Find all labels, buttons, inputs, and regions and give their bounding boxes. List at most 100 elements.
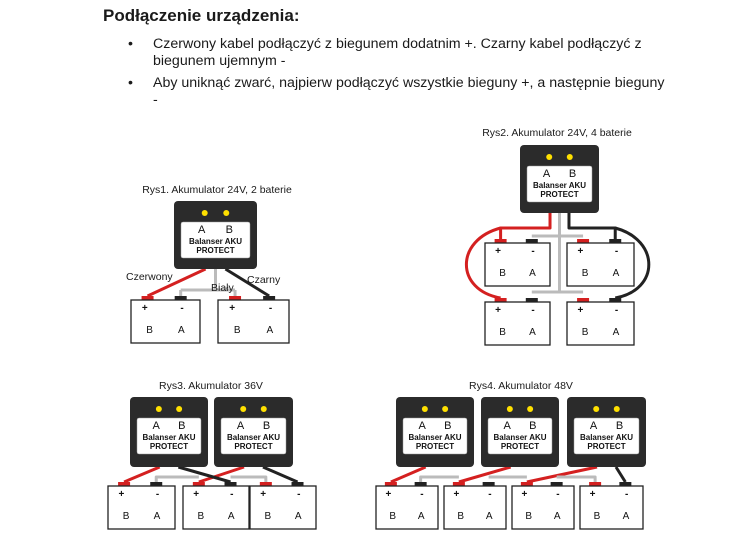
battery-label-a: A — [266, 325, 273, 336]
module-label-a: A — [504, 420, 512, 432]
figure-caption-1: Rys1. Akumulator 24V, 2 baterie — [142, 184, 292, 196]
positive-terminal — [520, 482, 533, 487]
module-label-panel — [220, 417, 287, 455]
battery-label-b: B — [499, 268, 506, 279]
module-label-b: B — [178, 420, 185, 432]
instruction-item: Czerwony kabel podłączyć z biegunem doda… — [128, 36, 668, 70]
wire — [614, 466, 627, 483]
battery-body — [484, 242, 551, 287]
module-label-b: B — [616, 420, 623, 432]
wire — [179, 269, 237, 296]
battery-body — [182, 485, 250, 530]
battery-label-a: A — [613, 268, 620, 279]
battery-label-b: B — [457, 511, 464, 522]
module-brand-text: Balanser AKU — [408, 433, 461, 442]
wire — [390, 465, 427, 484]
minus-sign: - — [615, 246, 618, 257]
module-model-text: PROTECT — [501, 442, 539, 451]
wire — [146, 267, 207, 298]
negative-terminal — [224, 482, 237, 487]
plus-sign: + — [142, 303, 148, 314]
negative-terminal — [150, 482, 163, 487]
module-label-panel — [487, 417, 553, 455]
minus-sign: - — [488, 489, 491, 500]
minus-sign: - — [625, 489, 628, 500]
battery-body — [130, 299, 201, 344]
battery-label-a: A — [228, 511, 235, 522]
led-indicator — [593, 406, 600, 412]
led-indicator — [566, 154, 573, 160]
battery-body — [579, 485, 644, 530]
wire — [419, 475, 597, 482]
negative-terminal — [414, 482, 427, 487]
led-indicator — [201, 210, 208, 216]
positive-terminal — [229, 296, 242, 301]
minus-sign: - — [180, 303, 183, 314]
positive-terminal — [192, 482, 205, 487]
battery-body — [249, 485, 317, 530]
positive-terminal — [452, 482, 465, 487]
battery-label-a: A — [154, 511, 161, 522]
battery-label-b: B — [582, 327, 589, 338]
positive-terminal — [259, 482, 272, 487]
module-label-panel — [573, 417, 640, 455]
module-label-a: A — [237, 420, 245, 432]
led-indicator — [260, 406, 267, 412]
minus-sign: - — [297, 489, 300, 500]
battery-label-b: B — [123, 511, 130, 522]
battery-label-a: A — [418, 511, 425, 522]
battery-label-a: A — [613, 327, 620, 338]
battery-body — [443, 485, 507, 530]
module-label-panel — [180, 221, 251, 259]
module-label-a: A — [153, 420, 161, 432]
battery-label-b: B — [594, 511, 601, 522]
positive-terminal — [141, 296, 154, 301]
red-wire-label: Czerwony — [126, 271, 173, 283]
negative-terminal — [525, 298, 538, 303]
plus-sign: + — [385, 489, 391, 500]
module-label-b: B — [529, 420, 536, 432]
negative-terminal — [525, 239, 538, 244]
black-wire-label: Czarny — [247, 274, 281, 286]
battery-label-b: B — [197, 511, 204, 522]
plus-sign: + — [193, 489, 199, 500]
plus-sign: + — [521, 489, 527, 500]
module-model-text: PROTECT — [587, 442, 625, 451]
plus-sign: + — [229, 303, 235, 314]
module-label-a: A — [198, 224, 206, 236]
minus-sign: - — [531, 305, 534, 316]
plus-sign: + — [495, 305, 501, 316]
minus-sign: - — [556, 489, 559, 500]
wire — [526, 465, 598, 484]
positive-terminal — [118, 482, 131, 487]
module-label-b: B — [569, 168, 576, 180]
module-brand-text: Balanser AKU — [580, 433, 633, 442]
led-indicator — [506, 406, 513, 412]
plus-sign: + — [577, 246, 583, 257]
figure-caption-3: Rys3. Akumulator 36V — [159, 380, 263, 392]
plus-sign: + — [260, 489, 266, 500]
battery-label-b: B — [264, 511, 271, 522]
plus-sign: + — [495, 246, 501, 257]
minus-sign: - — [615, 305, 618, 316]
module-label-a: A — [590, 420, 598, 432]
battery-body — [566, 242, 635, 287]
wire — [531, 213, 584, 294]
module-brand-text: Balanser AKU — [493, 433, 546, 442]
negative-terminal — [482, 482, 495, 487]
wire — [464, 226, 501, 300]
led-indicator — [613, 406, 620, 412]
plus-sign: + — [453, 489, 459, 500]
battery-label-b: B — [234, 325, 241, 336]
